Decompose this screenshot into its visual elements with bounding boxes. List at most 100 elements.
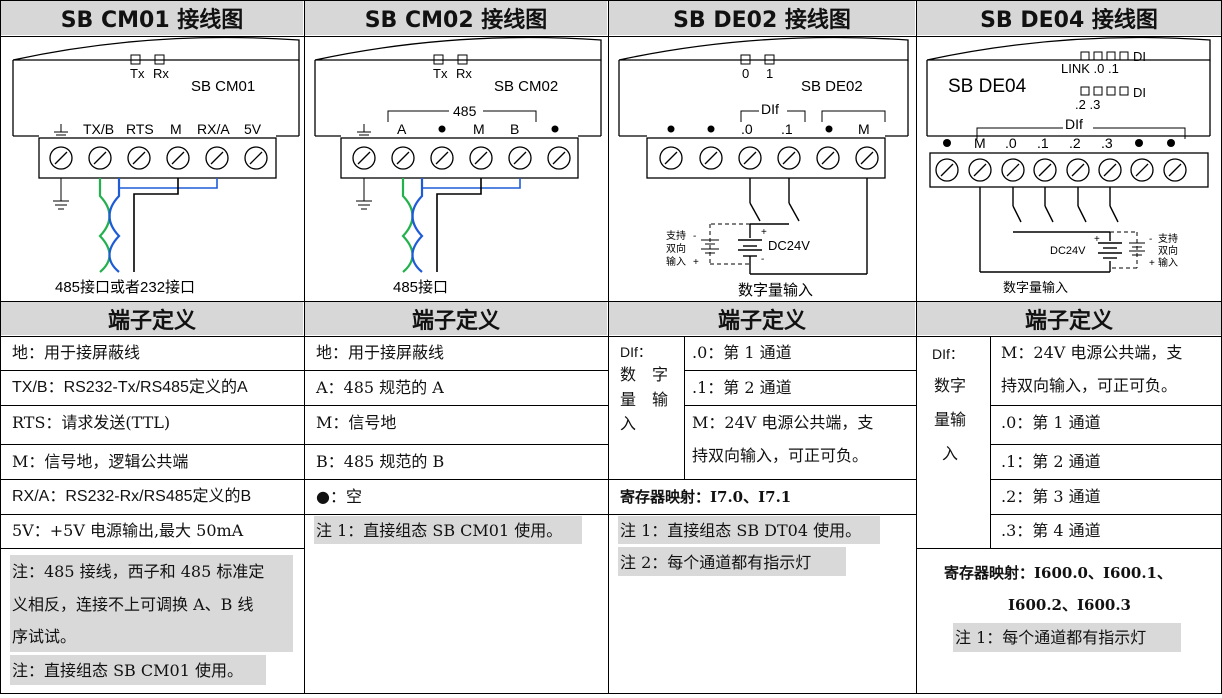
led-icon [764,54,775,65]
diagram-caption: 485接口 [393,279,448,296]
bus-label: 485 [453,103,477,119]
note-block [618,516,880,544]
section-title: 端子定义 [1,302,303,335]
tx-led-icon [433,54,444,65]
definition-row: 持双向输入，可正可负。 [1001,376,1178,395]
svg-text:+: + [1149,258,1155,269]
note-line: 注：485 接线，西子和 485 标准定 [12,562,265,581]
pin-label: A [397,121,407,137]
definition-row: TX/B：RS232-Tx/RS485定义的A [12,379,248,396]
definition-row: .1：第 2 通道 [692,378,792,397]
terminal-block [38,137,277,179]
definition-row: 地：用于接屏蔽线 [12,343,141,362]
definition-row: RX/A：RS232-Rx/RS485定义的B [12,488,252,505]
side-label: 双向 [1158,244,1178,257]
cm02-wiring-diagram: Tx Rx SB CM02 485 A M B 485接口 [314,36,602,296]
battery-icon [1098,242,1122,259]
note-line: 义相反，连接不上可调换 A、B 线 [12,595,254,614]
pin-label: RX/A [197,121,230,137]
channel-group-label: 入 [620,414,637,433]
pin-label: TX/B [83,121,114,137]
note-line: 注：直接组态 SB CM01 使用。 [12,661,243,680]
pin-label: .1 [1037,135,1049,151]
unused-pin-dot-icon [943,139,951,147]
definition-row: B：485 规范的 B [316,452,445,471]
channel-group-label: 数 字 [620,365,669,384]
tx-led-icon [130,54,141,65]
definition-row: ●：空 [316,487,362,506]
unused-pin-dot-icon [667,125,675,133]
unused-pin-dot-icon [825,125,833,133]
de04-wiring-diagram: DI LINK .0 .1 DI .2 .3 SB DE04 DIf M .0 … [926,36,1211,295]
note-block [618,547,846,576]
header-de02: SB DE02 接线图 [609,1,915,35]
battery-icon [701,239,719,254]
svg-text:-: - [693,231,696,242]
header-cm02: SB CM02 接线图 [305,1,607,35]
pin-label: .1 [781,121,793,137]
side-label: 支持 [666,229,686,242]
terminal-block [340,137,579,179]
definition-row: .1：第 2 通道 [1001,452,1101,471]
ground-symbol-icon [356,178,372,210]
side-label: 输入 [1158,256,1178,269]
indicator-label: .2 .3 [1075,97,1100,112]
note-line: 注 1：每个通道都有指示灯 [955,628,1147,647]
unused-pin-dot-icon [1135,139,1143,147]
channel-group-label: 数字 [934,376,967,395]
pin-label: .2 [1069,135,1081,151]
pin-label: 5V [244,121,262,137]
pin-label: M [473,121,485,137]
unused-pin-dot-icon [707,125,715,133]
definition-row: .0：第 1 通道 [1001,413,1101,432]
diagram-caption: 数字量输入 [738,282,813,299]
pin-label: M [170,121,182,137]
register-mapping: 寄存器映射：I7.0、I7.1 [620,488,792,506]
definition-row: 地：用于接屏蔽线 [316,343,445,362]
switch-icon [979,187,1119,273]
note-block [953,623,1181,652]
ground-symbol-icon [53,178,69,210]
indicator-label: 1 [766,66,773,81]
terminal-block [646,137,886,179]
unused-pin-dot-icon [1167,139,1175,147]
note-line: 注 1：直接组态 SB DT04 使用。 [620,521,862,540]
group-label: DIf [761,101,779,117]
definition-row: M：信号地 [316,413,397,432]
side-label: 输入 [666,255,686,268]
channel-group-label: DIf： [620,344,652,360]
channel-group-label: 入 [942,444,959,463]
led-icon [1080,51,1129,96]
side-label: 支持 [1158,232,1178,245]
pin-label: .0 [741,121,753,137]
diagram-caption: 485接口或者232接口 [55,279,195,296]
svg-text:+: + [693,257,699,268]
section-title: 端子定义 [305,302,607,335]
note-block [10,555,293,652]
svg-text:-: - [1149,234,1152,245]
ground-symbol-icon [54,124,68,139]
channel-group-label: DIf： [932,346,964,362]
definition-row: RTS：请求发送(TTL) [12,413,171,432]
definition-row: A：485 规范的 A [316,378,444,397]
pin-label: B [510,121,519,137]
note-line: 序试试。 [12,627,77,646]
module-label: SB CM01 [191,78,255,95]
svg-text:+: + [1094,234,1100,245]
definition-row: 持双向输入，可正可负。 [692,446,869,465]
led-icon [740,54,751,65]
switch-icon [749,178,868,275]
note-line: 注 1：直接组态 SB CM01 使用。 [316,521,563,540]
definition-row: .2：第 3 通道 [1001,487,1101,506]
definition-row: .0：第 1 通道 [692,343,792,362]
register-mapping: I600.2、I600.3 [1008,596,1131,614]
supply-label: DC24V [768,238,810,253]
unused-pin-dot-icon [551,125,559,133]
channel-group-label: 量 输 [620,390,669,409]
battery-icon [738,239,762,257]
pin-label: M [858,121,870,137]
rx-led-icon [154,54,165,65]
group-label: DIf [1065,116,1083,132]
indicator-tx: Tx [130,66,145,81]
module-label: SB DE04 [948,76,1027,97]
